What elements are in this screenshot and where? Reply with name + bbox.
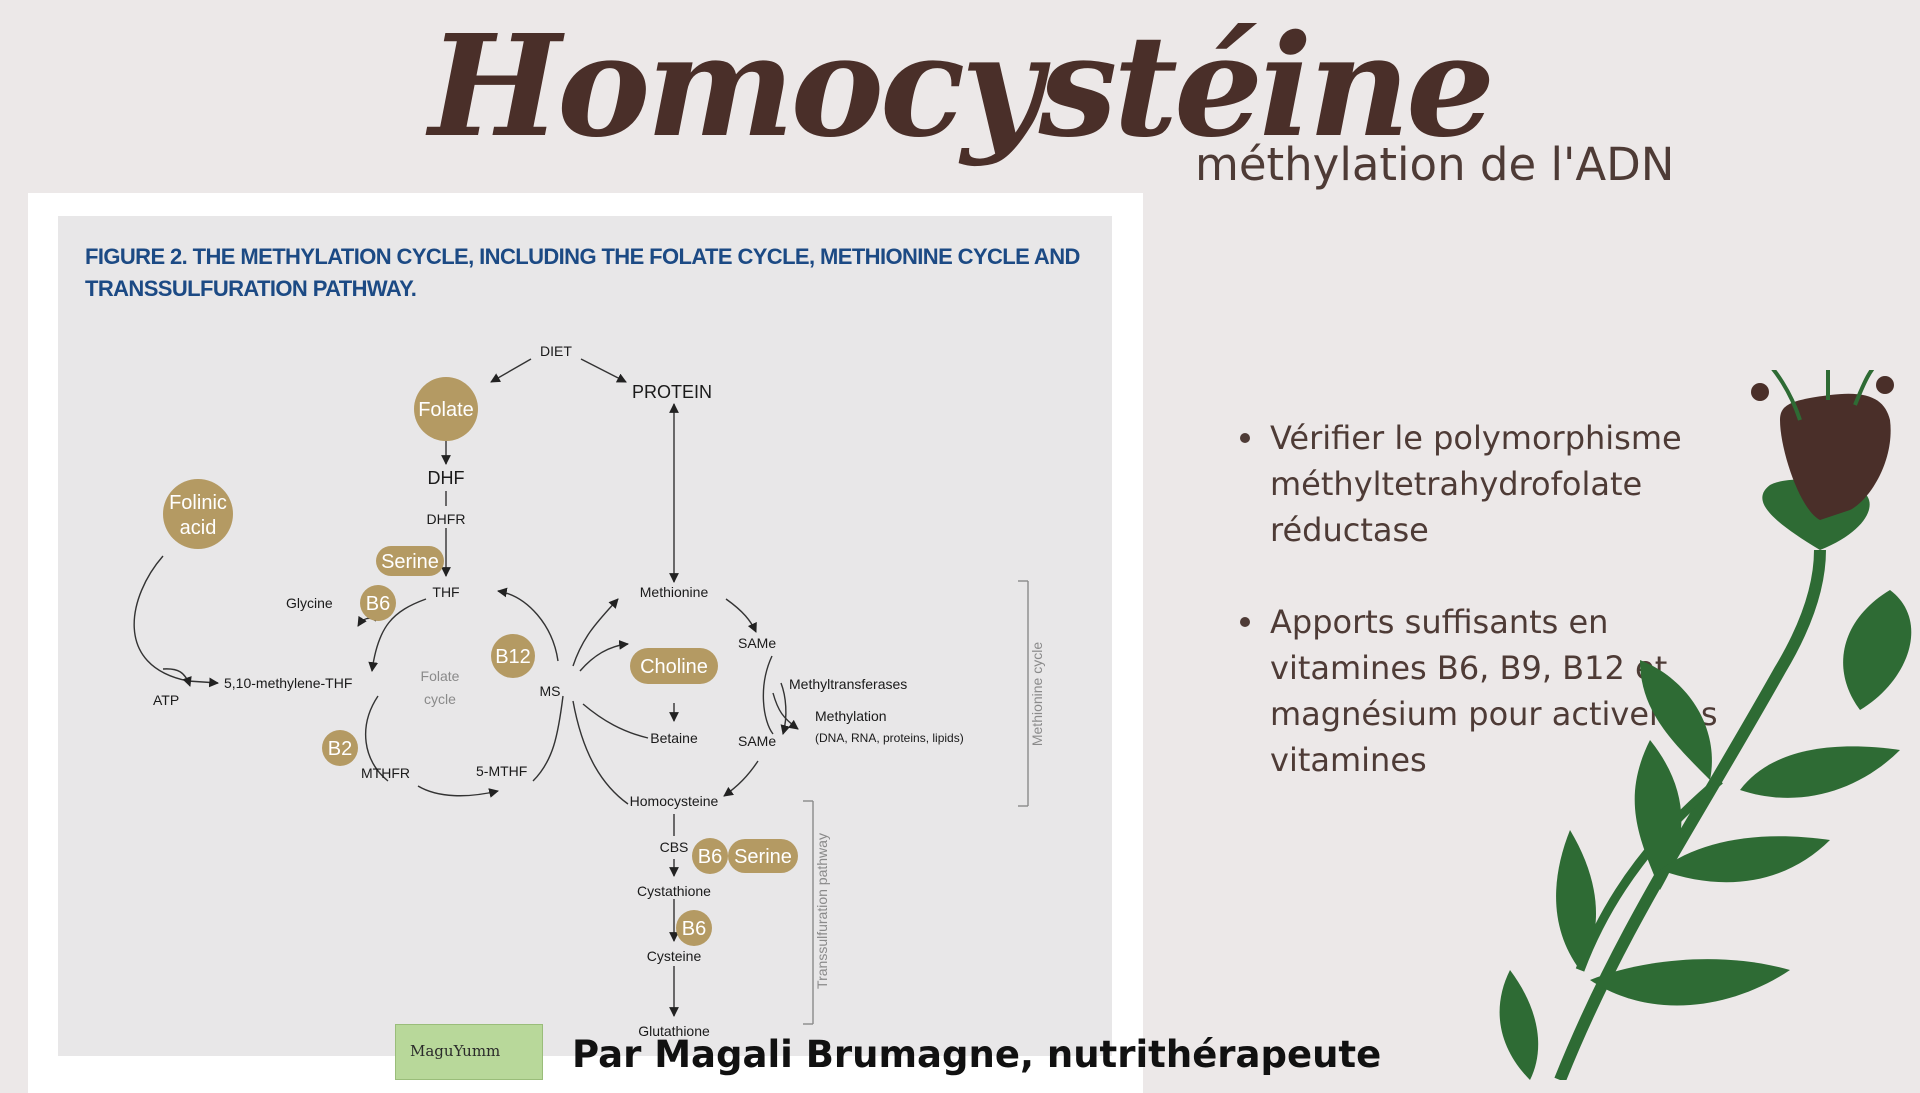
badge-choline: Choline <box>630 648 718 684</box>
label-same-bottom: SAMe <box>738 733 776 749</box>
logo-text: MaguYumm <box>410 1042 501 1060</box>
badge-folinic-acid: Folinic acid <box>163 479 233 549</box>
bullet-dot-icon <box>1240 433 1250 443</box>
figure-card: FIGURE 2. THE METHYLATION CYCLE, INCLUDI… <box>28 193 1143 1093</box>
label-glycine: Glycine <box>286 595 333 611</box>
label-methylation: Methylation <box>815 708 887 724</box>
brand-logo: MaguYumm <box>395 1024 543 1080</box>
label-methylation-targets: (DNA, RNA, proteins, lipids) <box>815 731 964 745</box>
badge-serine-cbs: Serine <box>728 839 798 873</box>
svg-text:Folate: Folate <box>418 399 474 421</box>
bullet-text: Apports suffisants en vitamines B6, B9, … <box>1270 603 1718 779</box>
label-protein: PROTEIN <box>632 382 712 402</box>
label-methylene-thf: 5,10-methylene-THF <box>224 675 352 691</box>
label-cbs: CBS <box>660 839 689 855</box>
page-subtitle: méthylation de l'ADN <box>1195 138 1675 191</box>
label-5-mthf: 5-MTHF <box>476 763 527 779</box>
label-diet: DIET <box>540 343 572 359</box>
figure-panel: FIGURE 2. THE METHYLATION CYCLE, INCLUDI… <box>58 216 1112 1056</box>
svg-text:B6: B6 <box>698 846 722 868</box>
label-same-top: SAMe <box>738 635 776 651</box>
svg-text:Serine: Serine <box>734 846 792 868</box>
badge-b6-cbs: B6 <box>692 838 728 874</box>
label-methyltransferases: Methyltransferases <box>789 676 907 692</box>
label-ms: MS <box>540 683 561 699</box>
badge-b12: B12 <box>491 634 535 678</box>
label-thf: THF <box>432 584 459 600</box>
list-item: Vérifier le polymorphisme méthyltetrahyd… <box>1240 415 1760 553</box>
svg-text:Serine: Serine <box>381 551 439 573</box>
flower-illustration-icon <box>1499 370 1912 1080</box>
label-transsulfuration-pathway: Transsulfuration pathway <box>814 833 830 989</box>
badge-folate: Folate <box>414 377 478 441</box>
list-item: Apports suffisants en vitamines B6, B9, … <box>1240 599 1760 783</box>
badge-b6-glycine: B6 <box>360 585 396 621</box>
label-cysteine: Cysteine <box>647 948 702 964</box>
figure-caption: FIGURE 2. THE METHYLATION CYCLE, INCLUDI… <box>85 244 1080 301</box>
label-methionine-cycle: Methionine cycle <box>1029 642 1045 746</box>
label-folate-cycle-2: cycle <box>424 691 456 707</box>
badge-b2: B2 <box>322 730 358 766</box>
svg-text:B2: B2 <box>328 738 352 760</box>
label-dhfr: DHFR <box>427 511 466 527</box>
label-cystathione: Cystathione <box>637 883 711 899</box>
label-mthfr: MTHFR <box>361 765 410 781</box>
diagram-connectors <box>133 358 1029 1025</box>
svg-text:B6: B6 <box>682 918 706 940</box>
badge-serine-top: Serine <box>376 546 444 576</box>
label-glutathione: Glutathione <box>638 1023 710 1039</box>
author-credit: Par Magali Brumagne, nutrithérapeute <box>572 1033 1382 1076</box>
label-dhf: DHF <box>428 468 465 488</box>
label-methionine: Methionine <box>640 584 709 600</box>
svg-text:Folinic: Folinic <box>169 492 227 514</box>
svg-text:acid: acid <box>180 517 217 539</box>
key-points-list: Vérifier le polymorphisme méthyltetrahyd… <box>1240 415 1760 829</box>
svg-text:B6: B6 <box>366 593 390 615</box>
label-atp: ATP <box>153 692 179 708</box>
badge-b6-cysteine: B6 <box>676 910 712 946</box>
bullet-dot-icon <box>1240 617 1250 627</box>
svg-text:B12: B12 <box>495 646 531 668</box>
methylation-cycle-diagram: DIET PROTEIN DHF DHFR THF Glycine 5,10-m… <box>133 343 1045 1039</box>
svg-text:Choline: Choline <box>640 656 708 678</box>
label-folate-cycle: Folate <box>421 668 460 684</box>
label-betaine: Betaine <box>650 730 698 746</box>
bullet-text: Vérifier le polymorphisme méthyltetrahyd… <box>1270 419 1682 549</box>
page-title: Homocystéine <box>428 5 1495 169</box>
label-homocysteine: Homocysteine <box>630 793 719 809</box>
